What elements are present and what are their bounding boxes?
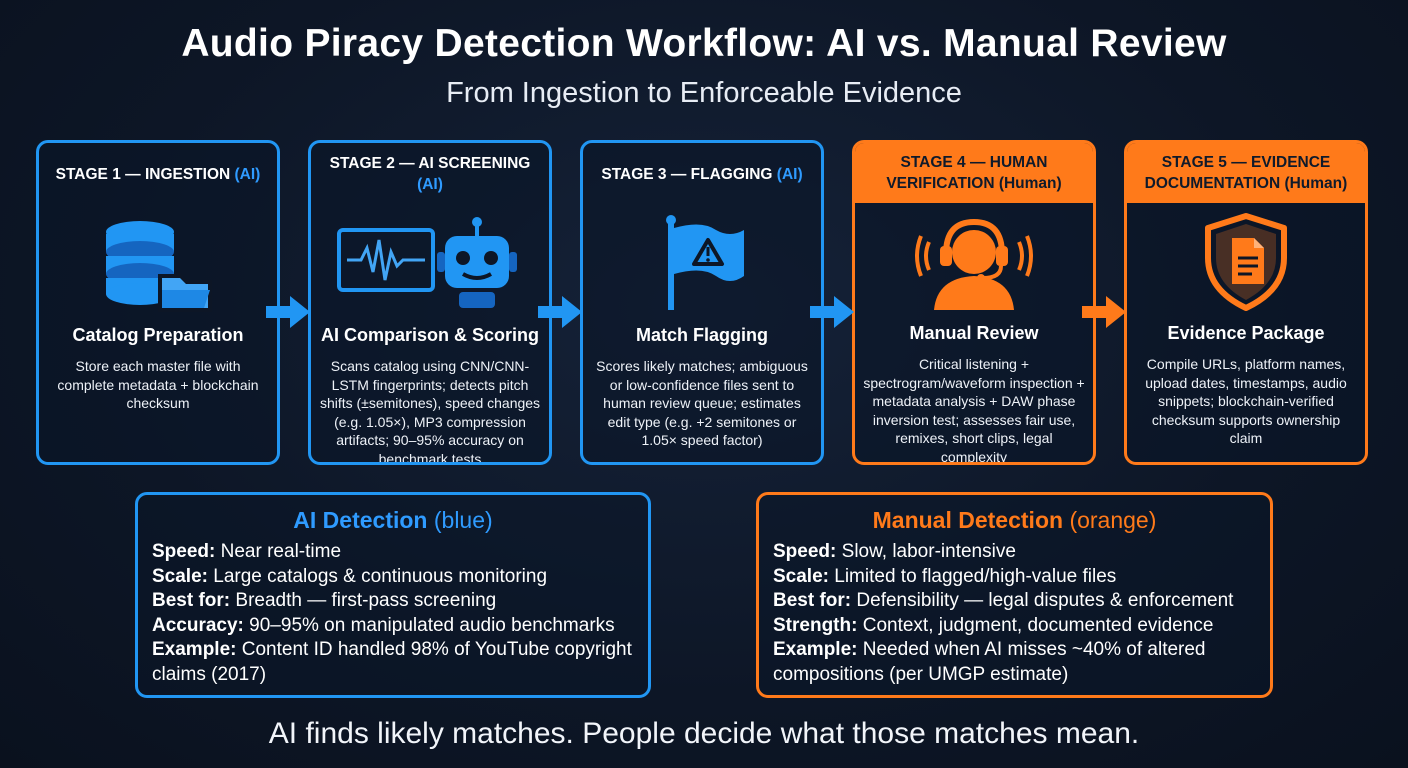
panel-row-scale: Scale: Limited to flagged/high-value fil… xyxy=(773,565,1117,587)
panel-row-accuracy: Accuracy: 90–95% on manipulated audio be… xyxy=(152,614,615,636)
stage-header: STAGE 3 — FLAGGING (AI) xyxy=(601,165,803,183)
stage-header: STAGE 4 — HUMAN VERIFICATION (Human) xyxy=(855,143,1093,203)
diagram-title: Audio Piracy Detection Workflow: AI vs. … xyxy=(181,22,1227,65)
stage-name: AI Comparison & Scoring xyxy=(320,325,540,345)
stage-header: STAGE 5 — EVIDENCE DOCUMENTATION (Human) xyxy=(1127,143,1365,203)
panel-row-speed: Speed: Near real-time xyxy=(152,541,342,562)
ai-detection-panel: AI Detection (blue) Speed: Near real-tim… xyxy=(135,492,651,698)
stage-name: Match Flagging xyxy=(636,325,768,345)
stage-description: Scans catalog using CNN/CNN-LSTM fingerp… xyxy=(319,358,541,465)
warning-flag-icon xyxy=(583,205,821,323)
stage-3-flagging: STAGE 3 — FLAGGING (AI) Match Flagging S… xyxy=(580,140,824,465)
stage-1-ingestion: STAGE 1 — INGESTION (AI) Catalog Prepara… xyxy=(36,140,280,465)
stage-name: Evidence Package xyxy=(1167,323,1325,343)
panel-row-example: Example: Needed when AI misses ~40% of a… xyxy=(773,639,1206,685)
diagram-subtitle: From Ingestion to Enforceable Evidence xyxy=(446,77,962,109)
stage-description: Scores likely matches; ambiguous or low-… xyxy=(596,358,808,449)
panel-row-scale: Scale: Large catalogs & continuous monit… xyxy=(152,565,548,587)
stage-header: STAGE 1 — INGESTION (AI) xyxy=(55,165,261,183)
panel-title: AI Detection (blue) xyxy=(293,507,493,533)
manual-detection-panel: Manual Detection (orange) Speed: Slow, l… xyxy=(756,492,1273,698)
arrow-right-icon xyxy=(810,296,854,328)
database-folder-icon xyxy=(39,205,277,323)
panel-row-strength: Strength: Context, judgment, documented … xyxy=(773,614,1214,636)
panel-row-example: Example: Content ID handled 98% of YouTu… xyxy=(152,639,632,685)
stage-4-human-verification: STAGE 4 — HUMAN VERIFICATION (Human) Man… xyxy=(852,140,1096,465)
headset-person-icon xyxy=(855,203,1093,321)
panel-row-speed: Speed: Slow, labor-intensive xyxy=(773,541,1016,562)
stage-name: Manual Review xyxy=(909,323,1039,343)
panel-row-best-for: Best for: Defensibility — legal disputes… xyxy=(773,590,1234,611)
stage-5-evidence-documentation: STAGE 5 — EVIDENCE DOCUMENTATION (Human)… xyxy=(1124,140,1368,465)
arrow-right-icon xyxy=(1082,296,1126,328)
footer-tagline: AI finds likely matches. People decide w… xyxy=(268,717,1140,750)
stage-description: Store each master file with complete met… xyxy=(57,358,259,412)
stage-description: Critical listening + spectrogram/wavefor… xyxy=(863,356,1085,465)
waveform-robot-icon xyxy=(311,205,549,323)
panel-row-best-for: Best for: Breadth — first-pass screening xyxy=(152,590,497,611)
shield-document-icon xyxy=(1127,203,1365,321)
stage-header: STAGE 2 — AI SCREENING(AI) xyxy=(329,155,531,193)
arrow-right-icon xyxy=(538,296,582,328)
stage-name: Catalog Preparation xyxy=(72,325,244,345)
panel-title: Manual Detection (orange) xyxy=(872,507,1157,533)
stage-description: Compile URLs, platform names, upload dat… xyxy=(1145,356,1347,447)
stage-2-ai-screening: STAGE 2 — AI SCREENING(AI) AI Comparison… xyxy=(308,140,552,465)
arrow-right-icon xyxy=(266,296,310,328)
